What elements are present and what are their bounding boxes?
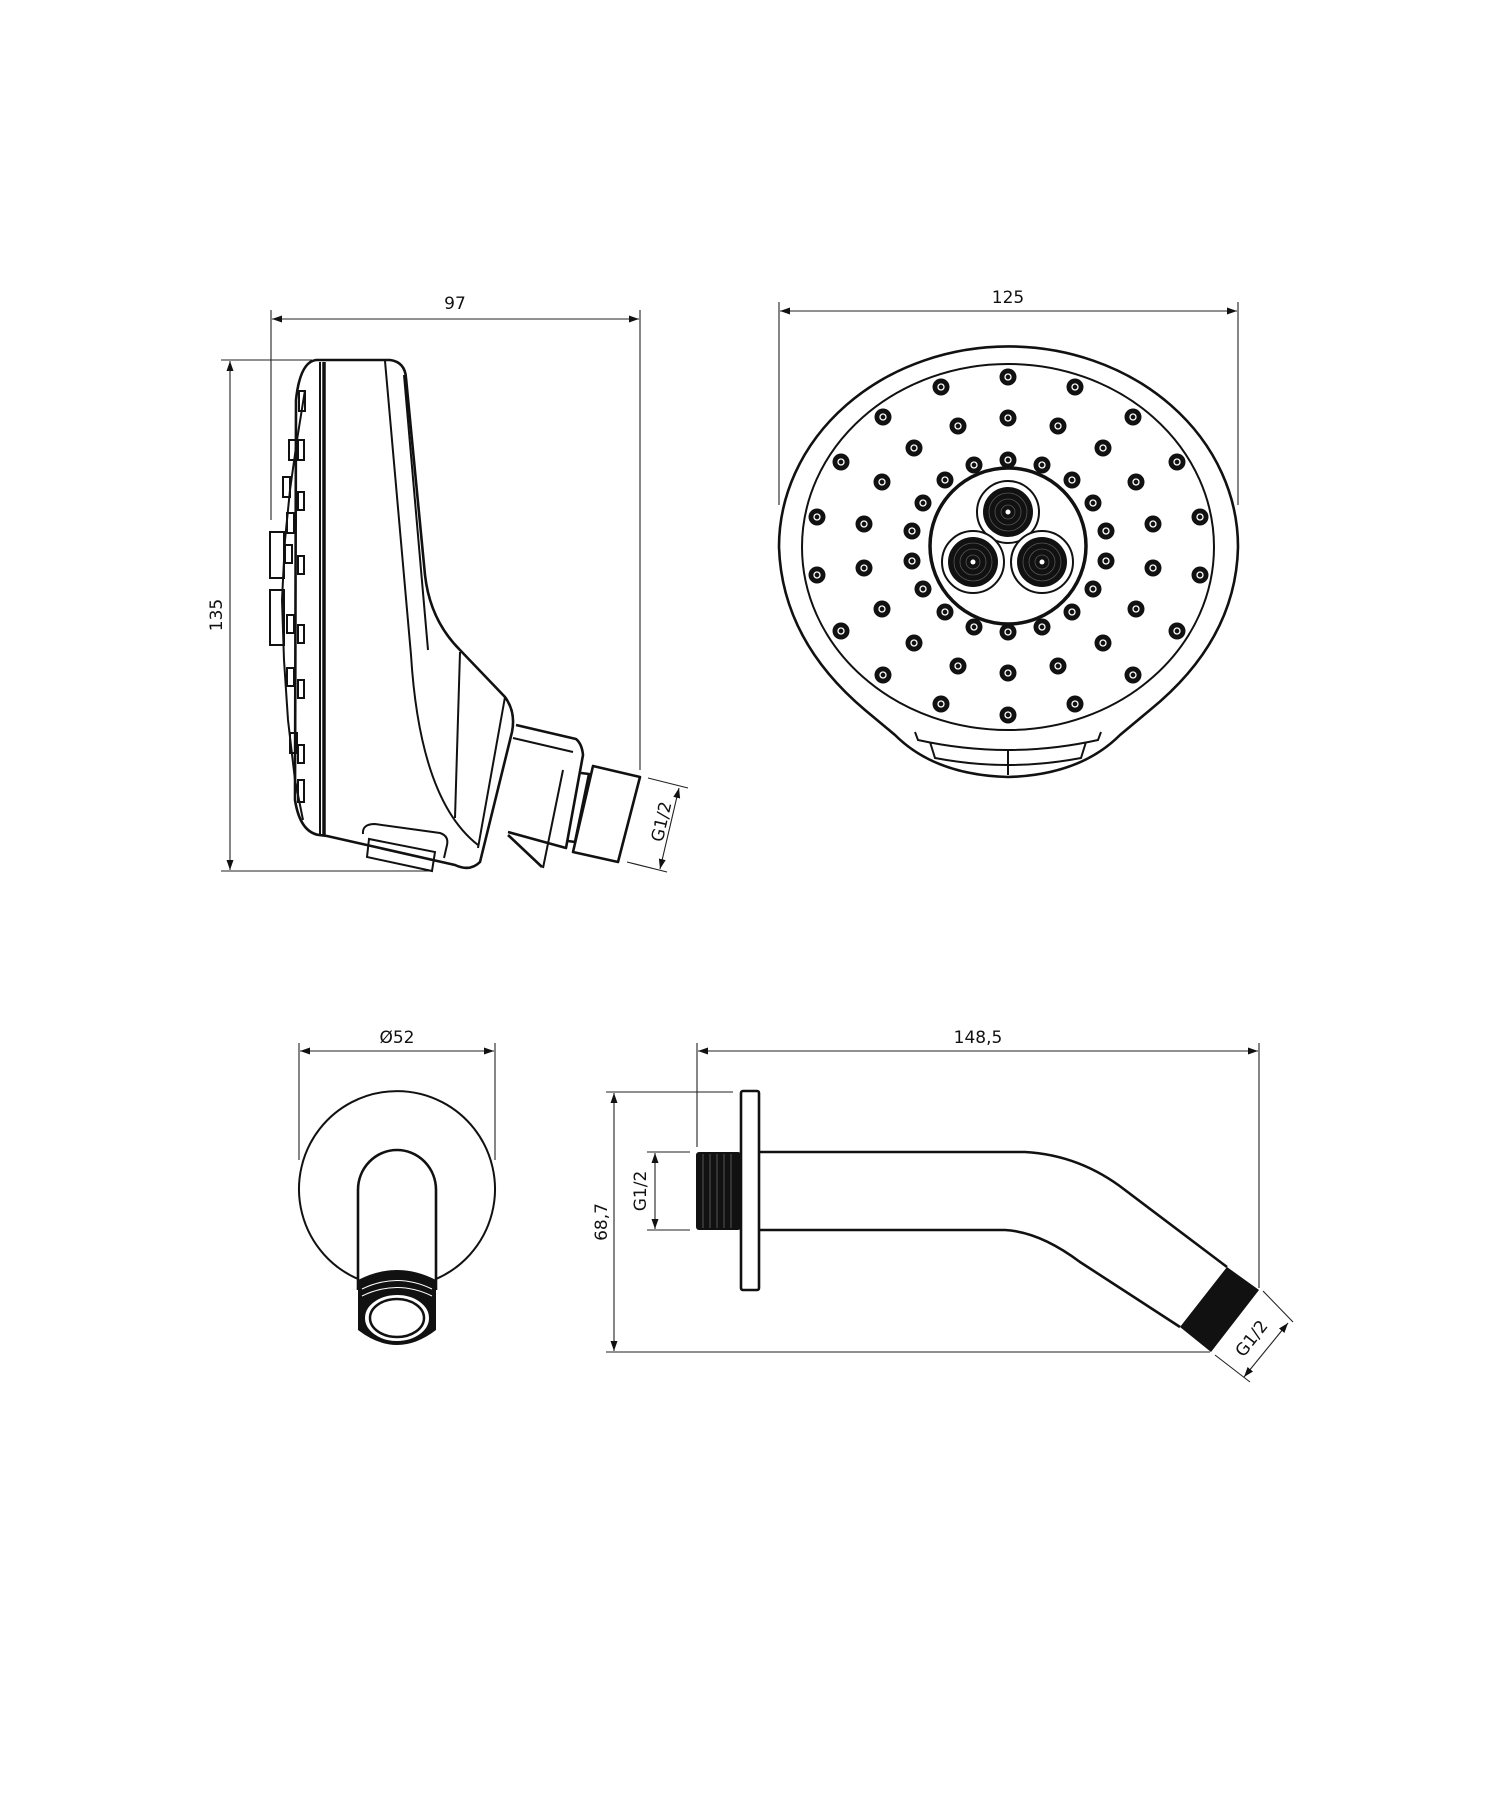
nozzle [936, 471, 954, 489]
nozzle [874, 666, 892, 684]
outlet-thread [1180, 1267, 1259, 1352]
dim-label-135: 135 [207, 599, 227, 631]
nozzle [1094, 634, 1112, 652]
nozzle [1084, 494, 1102, 512]
nozzle [1033, 618, 1051, 636]
nozzle [1144, 515, 1162, 533]
nozzle [1127, 600, 1145, 618]
nozzle [949, 657, 967, 675]
nozzle [1033, 456, 1051, 474]
dimension-diameter-125: 125 [778, 288, 1239, 505]
inlet-thread [696, 1152, 741, 1230]
nozzle [1168, 453, 1186, 471]
dim-label-outlet-g12: G1/2 [1232, 1317, 1273, 1361]
nozzle [965, 456, 983, 474]
nozzle [999, 451, 1017, 469]
nozzle [1084, 580, 1102, 598]
nozzle [905, 439, 923, 457]
nozzle [873, 600, 891, 618]
nozzle [914, 580, 932, 598]
nozzle [855, 515, 873, 533]
thread-end [358, 1270, 436, 1345]
shower-head-face [777, 345, 1240, 779]
nozzle [965, 618, 983, 636]
nozzle [999, 409, 1017, 427]
nozzle [1127, 473, 1145, 491]
dimension-width-97: 97 [270, 294, 641, 770]
nozzle [873, 473, 891, 491]
dim-label-side-g12: G1/2 [648, 800, 677, 844]
nozzle [1097, 522, 1115, 540]
nozzle [999, 368, 1017, 386]
nozzle [903, 522, 921, 540]
nozzle [808, 566, 826, 584]
dim-label-68-7: 68,7 [592, 1203, 612, 1241]
dim-label-97: 97 [444, 294, 466, 314]
shower-head-side-profile: G1/2 [269, 358, 689, 873]
nozzle [808, 508, 826, 526]
nozzle [1049, 657, 1067, 675]
nozzle [1168, 622, 1186, 640]
nozzle [1094, 439, 1112, 457]
dimension-height-135: 135 [207, 359, 432, 872]
front-view: 125 [777, 288, 1240, 779]
dimension-height-68-7: 68,7 [592, 1091, 1210, 1353]
nozzle [936, 603, 954, 621]
nozzle [1124, 408, 1142, 426]
dimension-length-148-5: 148,5 [696, 1028, 1260, 1288]
nozzle [1191, 566, 1209, 584]
nozzle [1066, 695, 1084, 713]
nozzle [914, 494, 932, 512]
shower-arm-side-view: 148,5 68,7 G1/2 [592, 1028, 1294, 1383]
dim-label-125: 125 [992, 288, 1024, 308]
dim-label-148-5: 148,5 [954, 1028, 1003, 1048]
nozzle [905, 634, 923, 652]
nozzle [1097, 552, 1115, 570]
dim-label-d52: Ø52 [379, 1028, 414, 1048]
nozzle [932, 695, 950, 713]
dimension-inlet-thread: G1/2 [631, 1151, 690, 1231]
nozzle [1124, 666, 1142, 684]
massage-jets [941, 480, 1074, 594]
nozzle [1144, 559, 1162, 577]
nozzle [999, 706, 1017, 724]
spray-nozzles [808, 368, 1209, 724]
nozzle [1063, 603, 1081, 621]
nozzle [1049, 417, 1067, 435]
nozzle [874, 408, 892, 426]
nozzle [1191, 508, 1209, 526]
nozzle [832, 622, 850, 640]
nozzle [1063, 471, 1081, 489]
nozzle [832, 453, 850, 471]
nozzle [1066, 378, 1084, 396]
nozzle [855, 559, 873, 577]
nozzle [949, 417, 967, 435]
nozzle [999, 664, 1017, 682]
nozzle [932, 378, 950, 396]
flange-end-view: Ø52 [298, 1028, 496, 1345]
dim-label-inlet-g12: G1/2 [631, 1171, 651, 1212]
nozzle [999, 623, 1017, 641]
nozzle [903, 552, 921, 570]
side-view: 97 135 [207, 294, 689, 873]
dimension-diameter-52: Ø52 [298, 1028, 496, 1160]
